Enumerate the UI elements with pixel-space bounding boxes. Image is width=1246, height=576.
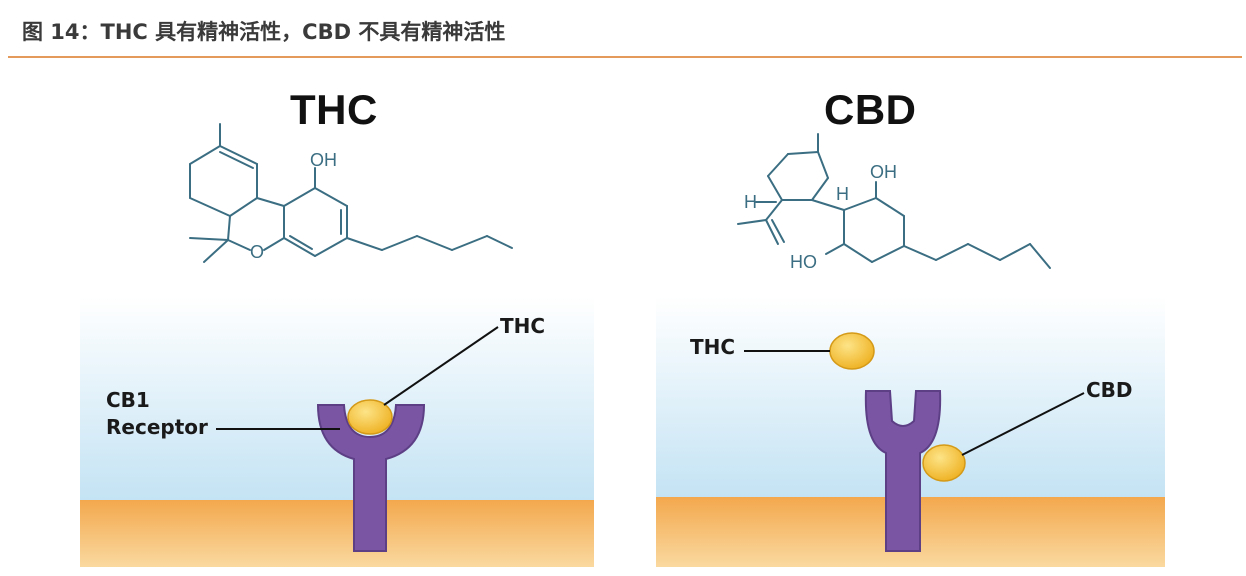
cbd-ligand-ball	[922, 444, 966, 482]
cell-membrane	[80, 500, 594, 567]
cbd-oh-label: OH	[870, 162, 897, 182]
thc-o-label: O	[250, 242, 264, 262]
title-divider	[8, 56, 1242, 58]
thc-ligand-ball	[829, 332, 875, 370]
thc-pointer-line	[383, 326, 499, 406]
thc-ligand-label: THC	[500, 314, 546, 338]
cbd-binding-panel: THC CBD	[656, 297, 1165, 567]
thc-oh-label: OH	[310, 150, 337, 170]
cbd-modulator-label: CBD	[1086, 378, 1133, 402]
thc-ligand-label: THC	[690, 335, 736, 359]
cbd-ho-label: HO	[790, 252, 817, 272]
cb1-label: CB1	[106, 388, 150, 412]
cbd-structure-diagram: OH HO H H	[737, 133, 1051, 272]
thc-structure-diagram: OH O	[189, 123, 513, 263]
cbd-molecule-title: CBD	[824, 86, 917, 133]
thc-binding-panel: THC CB1 Receptor	[80, 297, 594, 567]
thc-molecule-title: THC	[290, 86, 378, 133]
thc-ligand-ball	[347, 399, 393, 435]
cb1-receptor-shape	[864, 390, 942, 552]
cb1-receptor-shape	[316, 404, 426, 552]
receptor-label: Receptor	[106, 415, 208, 439]
cbd-h-right-label: H	[836, 184, 849, 204]
extracellular-space	[80, 297, 594, 500]
figure-title: 图 14：THC 具有精神活性，CBD 不具有精神活性	[22, 20, 506, 44]
cbd-h-left-label: H	[744, 192, 757, 212]
cbd-pointer-line	[961, 392, 1085, 456]
